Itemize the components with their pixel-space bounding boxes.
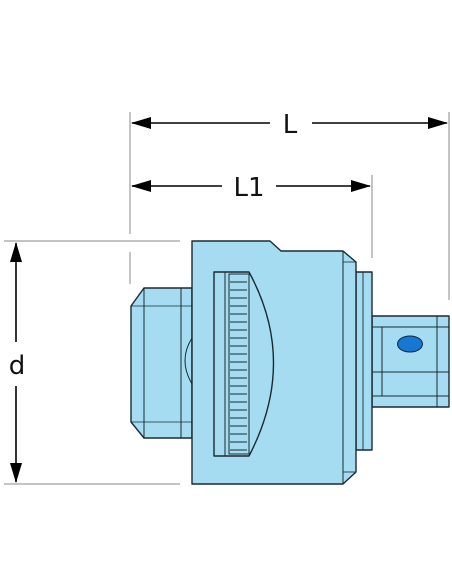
dimension-l: L bbox=[131, 110, 448, 140]
square-drive bbox=[371, 315, 450, 408]
knurled-grip bbox=[230, 281, 247, 451]
dimension-label-l: L bbox=[283, 110, 298, 140]
adaptor-part bbox=[130, 240, 450, 485]
dimension-label-l1: L1 bbox=[233, 173, 264, 203]
extension-lines bbox=[4, 112, 450, 485]
dimension-d: d bbox=[9, 242, 26, 483]
detent-ball bbox=[397, 335, 423, 353]
dimension-label-d: d bbox=[9, 351, 26, 381]
rear-spigot bbox=[130, 287, 193, 439]
shoulder bbox=[355, 271, 373, 451]
reversing-lever bbox=[213, 271, 275, 457]
dimension-l1: L1 bbox=[131, 173, 371, 203]
